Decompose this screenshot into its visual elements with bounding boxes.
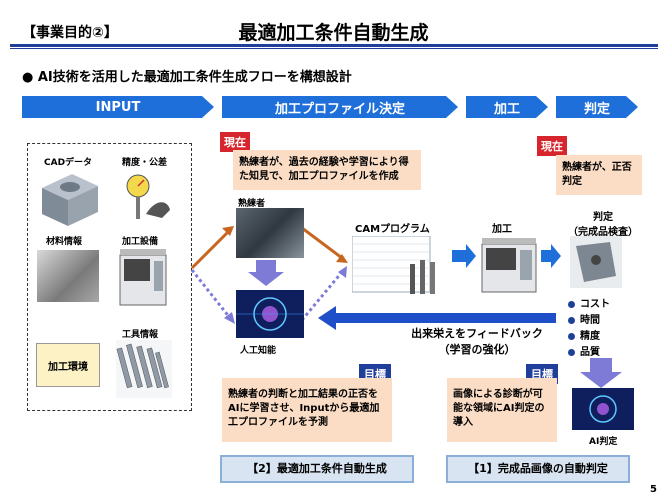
cad-part-image bbox=[38, 170, 100, 230]
ai-judge-label: AI判定 bbox=[589, 437, 618, 447]
goal-text-1: 熟練者の判断と加工結果の正否をAIに学習させ、Inputから最適加工プロファイル… bbox=[222, 378, 392, 442]
criteria-item: 時間 bbox=[568, 313, 610, 329]
precision-label: 精度・公差 bbox=[122, 158, 168, 168]
judge-label: 判定 （完成品検査） bbox=[565, 208, 641, 238]
stage-input: INPUT bbox=[22, 96, 214, 118]
section-tag: 【事業目的②】 bbox=[22, 25, 118, 41]
criteria-list: コスト 時間 精度 品質 bbox=[568, 297, 610, 361]
expert-photo bbox=[236, 208, 304, 258]
machining-image bbox=[480, 236, 538, 294]
ai-judge-image bbox=[572, 388, 634, 430]
current-tag-2: 現在 bbox=[537, 136, 567, 156]
tool-label: 工具情報 bbox=[122, 330, 159, 340]
feedback-text: 出来栄えをフィードバック （学習の強化） bbox=[402, 325, 552, 357]
stage-input-label: INPUT bbox=[95, 99, 141, 115]
current-tag-1: 現在 bbox=[220, 132, 250, 152]
feedback-line1: 出来栄えをフィードバック bbox=[411, 327, 543, 340]
cad-label: CADデータ bbox=[44, 158, 93, 168]
stage-profile-label: 加工プロファイル決定 bbox=[274, 101, 405, 117]
cam-label: CAMプログラム bbox=[355, 224, 430, 235]
ai-label: 人工知能 bbox=[240, 346, 277, 356]
machine-label: 加工設備 bbox=[122, 237, 159, 247]
machining-label: 加工 bbox=[492, 224, 512, 235]
judge-label-line2: （完成品検査） bbox=[568, 227, 638, 238]
cam-program-image bbox=[351, 235, 438, 296]
current-text-2: 熟練者が、正否判定 bbox=[556, 155, 642, 195]
judge-label-line1: 判定 bbox=[593, 212, 613, 223]
page-title: 最適加工条件自動生成 bbox=[238, 22, 429, 44]
result-box-1: 【2】最適加工条件自動生成 bbox=[220, 455, 414, 483]
machine-image bbox=[118, 247, 168, 307]
expert-label: 熟練者 bbox=[238, 199, 266, 209]
criteria-item: 精度 bbox=[568, 329, 610, 345]
material-block-image bbox=[37, 250, 99, 302]
material-label: 材料情報 bbox=[46, 237, 83, 247]
environment-box: 加工環境 bbox=[36, 343, 100, 387]
goal-text-2: 画像による診断が可能な領域にAI判定の導入 bbox=[447, 378, 557, 442]
bullet-text: AI技術を活用した最適加工条件生成フローを構想設計 bbox=[37, 70, 352, 85]
stage-profile: 加工プロファイル決定 bbox=[222, 96, 458, 118]
gauge-image bbox=[116, 170, 174, 226]
ai-brain-image bbox=[236, 290, 304, 338]
judge-part-image bbox=[570, 236, 622, 288]
stage-judgment-label: 判定 bbox=[583, 101, 610, 117]
title-underline-thin bbox=[10, 48, 658, 49]
stage-machining-label: 加工 bbox=[493, 101, 520, 117]
current-text-1: 熟練者が、過去の経験や学習により得た知見で、加工プロファイルを作成 bbox=[233, 150, 421, 190]
bullet-point: ● AI技術を活用した最適加工条件生成フローを構想設計 bbox=[22, 70, 352, 85]
tool-image bbox=[116, 340, 172, 398]
feedback-line2: （学習の強化） bbox=[438, 343, 516, 356]
criteria-item: コスト bbox=[568, 297, 610, 313]
stage-machining: 加工 bbox=[466, 96, 548, 118]
criteria-item: 品質 bbox=[568, 345, 610, 361]
page-number: 5 bbox=[650, 484, 657, 495]
stage-judgment: 判定 bbox=[556, 96, 638, 118]
result-box-2: 【1】完成品画像の自動判定 bbox=[446, 455, 630, 483]
title-underline bbox=[10, 44, 658, 47]
